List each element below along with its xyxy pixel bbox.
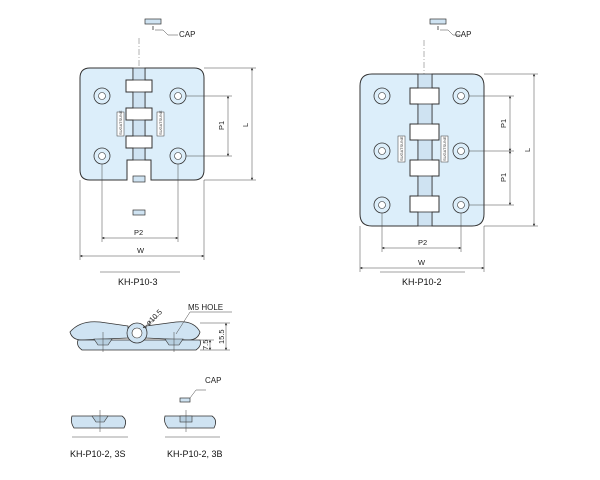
m5-hole-label: M5 HOLE <box>188 303 223 312</box>
logo-mark: SUGATSUNE SUGATSUNE <box>116 110 165 137</box>
dim-7-5: 7.5 <box>201 340 210 350</box>
view-title-kh-p10-2: KH-P10-2 <box>402 277 442 287</box>
cap-top-right: CAP <box>429 18 471 39</box>
view-title-3s: KH-P10-2, 3S <box>70 449 126 459</box>
cap-top-left: CAP <box>144 18 195 39</box>
cap-label-2: CAP <box>455 30 471 39</box>
dim-p1-2b: P1 <box>499 173 508 182</box>
cap-label: CAP <box>179 30 195 39</box>
svg-text:SUGATSUNE: SUGATSUNE <box>118 110 123 135</box>
view-title-3b: KH-P10-2, 3B <box>167 449 223 459</box>
dim-p2-3: P2 <box>134 228 143 237</box>
dim-15-5: 15.5 <box>217 329 226 344</box>
dim-p1-2a: P1 <box>499 119 508 128</box>
view-kh-p10-2: CAP SUGATSUNE SUGATSUNE P1 <box>359 18 538 287</box>
dim-w-2: W <box>418 258 426 267</box>
cap-label-3b: CAP <box>205 376 221 385</box>
logo-mark-2: SUGATSUNE SUGATSUNE <box>397 135 449 163</box>
view-kh-p10-2-3b: CAP KH-P10-2, 3B <box>164 376 223 459</box>
svg-text:SUGATSUNE: SUGATSUNE <box>399 136 404 161</box>
svg-text:SUGATSUNE: SUGATSUNE <box>442 136 447 161</box>
dim-w-3: W <box>137 246 145 255</box>
view-kh-p10-3: CAP SUGATSUNE SUGATSUNE <box>79 18 256 287</box>
view-title-kh-p10-3: KH-P10-3 <box>118 277 158 287</box>
dim-p1-3: P1 <box>217 121 226 130</box>
screw-holes-2 <box>373 87 470 214</box>
dim-l-3: L <box>241 123 250 127</box>
cap-bottom-left <box>132 209 146 216</box>
hinge-body-3 <box>79 67 134 181</box>
dim-p2-2: P2 <box>418 238 427 247</box>
view-kh-p10-2-3s: KH-P10-2, 3S <box>70 410 128 459</box>
dim-l-2: L <box>523 148 532 152</box>
side-view: ø10.5 M5 HOLE 7.5 15.5 <box>69 303 232 352</box>
svg-text:SUGATSUNE: SUGATSUNE <box>158 110 163 135</box>
